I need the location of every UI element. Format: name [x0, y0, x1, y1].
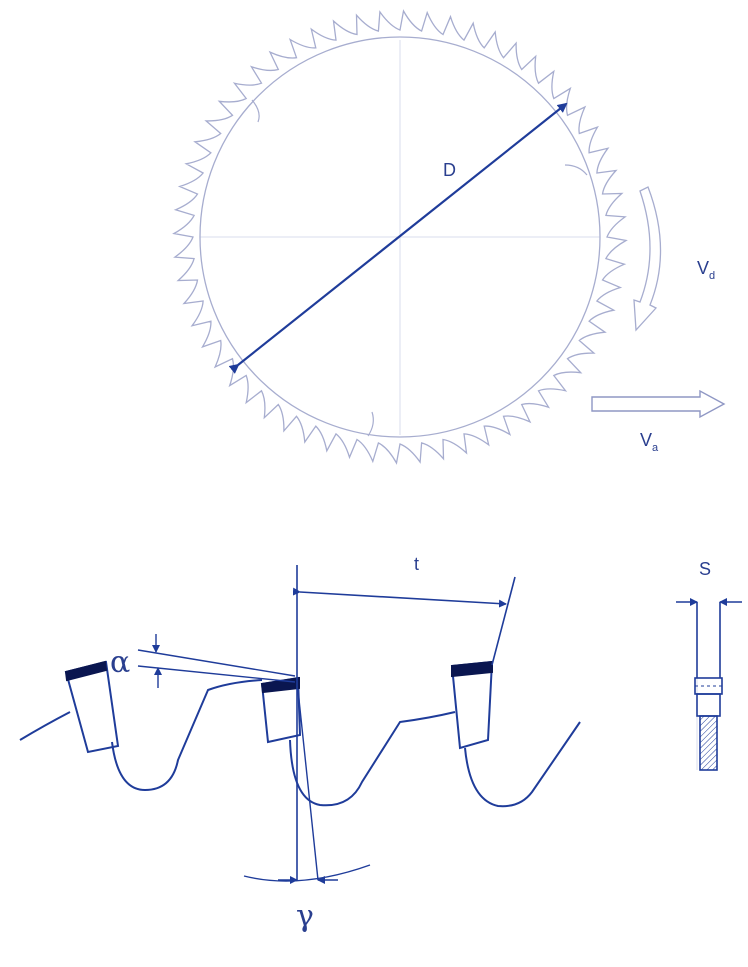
diameter-arrow [228, 102, 568, 374]
tooth-body-profile [696, 693, 721, 717]
blade-body-circle [199, 36, 601, 438]
blade-body-section [699, 715, 718, 771]
tooth-tip-edge [64, 660, 108, 682]
expansion-slot [251, 99, 260, 123]
diameter-label: D [443, 160, 456, 180]
tooth-geometry-detail [19, 565, 581, 884]
rake-angle-symbol: γ [296, 899, 314, 934]
reference-line [491, 576, 516, 666]
tooth-tip-edge [451, 660, 493, 678]
pitch-dimension-arrow [292, 587, 507, 608]
gullet [111, 679, 263, 792]
blade-teeth-outline [172, 9, 628, 465]
feed-arrow-icon [591, 389, 726, 419]
blade-body-edge [19, 711, 71, 741]
gullet [464, 721, 581, 808]
rake-angle-line [297, 689, 319, 881]
clearance-angle-symbol: α [110, 645, 130, 680]
expansion-slot [367, 411, 374, 437]
feed-speed-label: Va [640, 430, 659, 454]
rake-angle-arc [243, 864, 371, 882]
blade-side-profile [676, 598, 742, 771]
clearance-angle-line [137, 665, 296, 683]
expansion-slot [564, 164, 588, 176]
gullet [289, 711, 456, 807]
thickness-label: S [699, 559, 711, 579]
pitch-label: t [414, 554, 419, 574]
blade-top-view: D Vd Va [172, 9, 726, 465]
rotation-arrow-icon [633, 186, 662, 332]
clearance-reference-line [137, 649, 296, 677]
rotation-speed-label: Vd [697, 258, 715, 282]
